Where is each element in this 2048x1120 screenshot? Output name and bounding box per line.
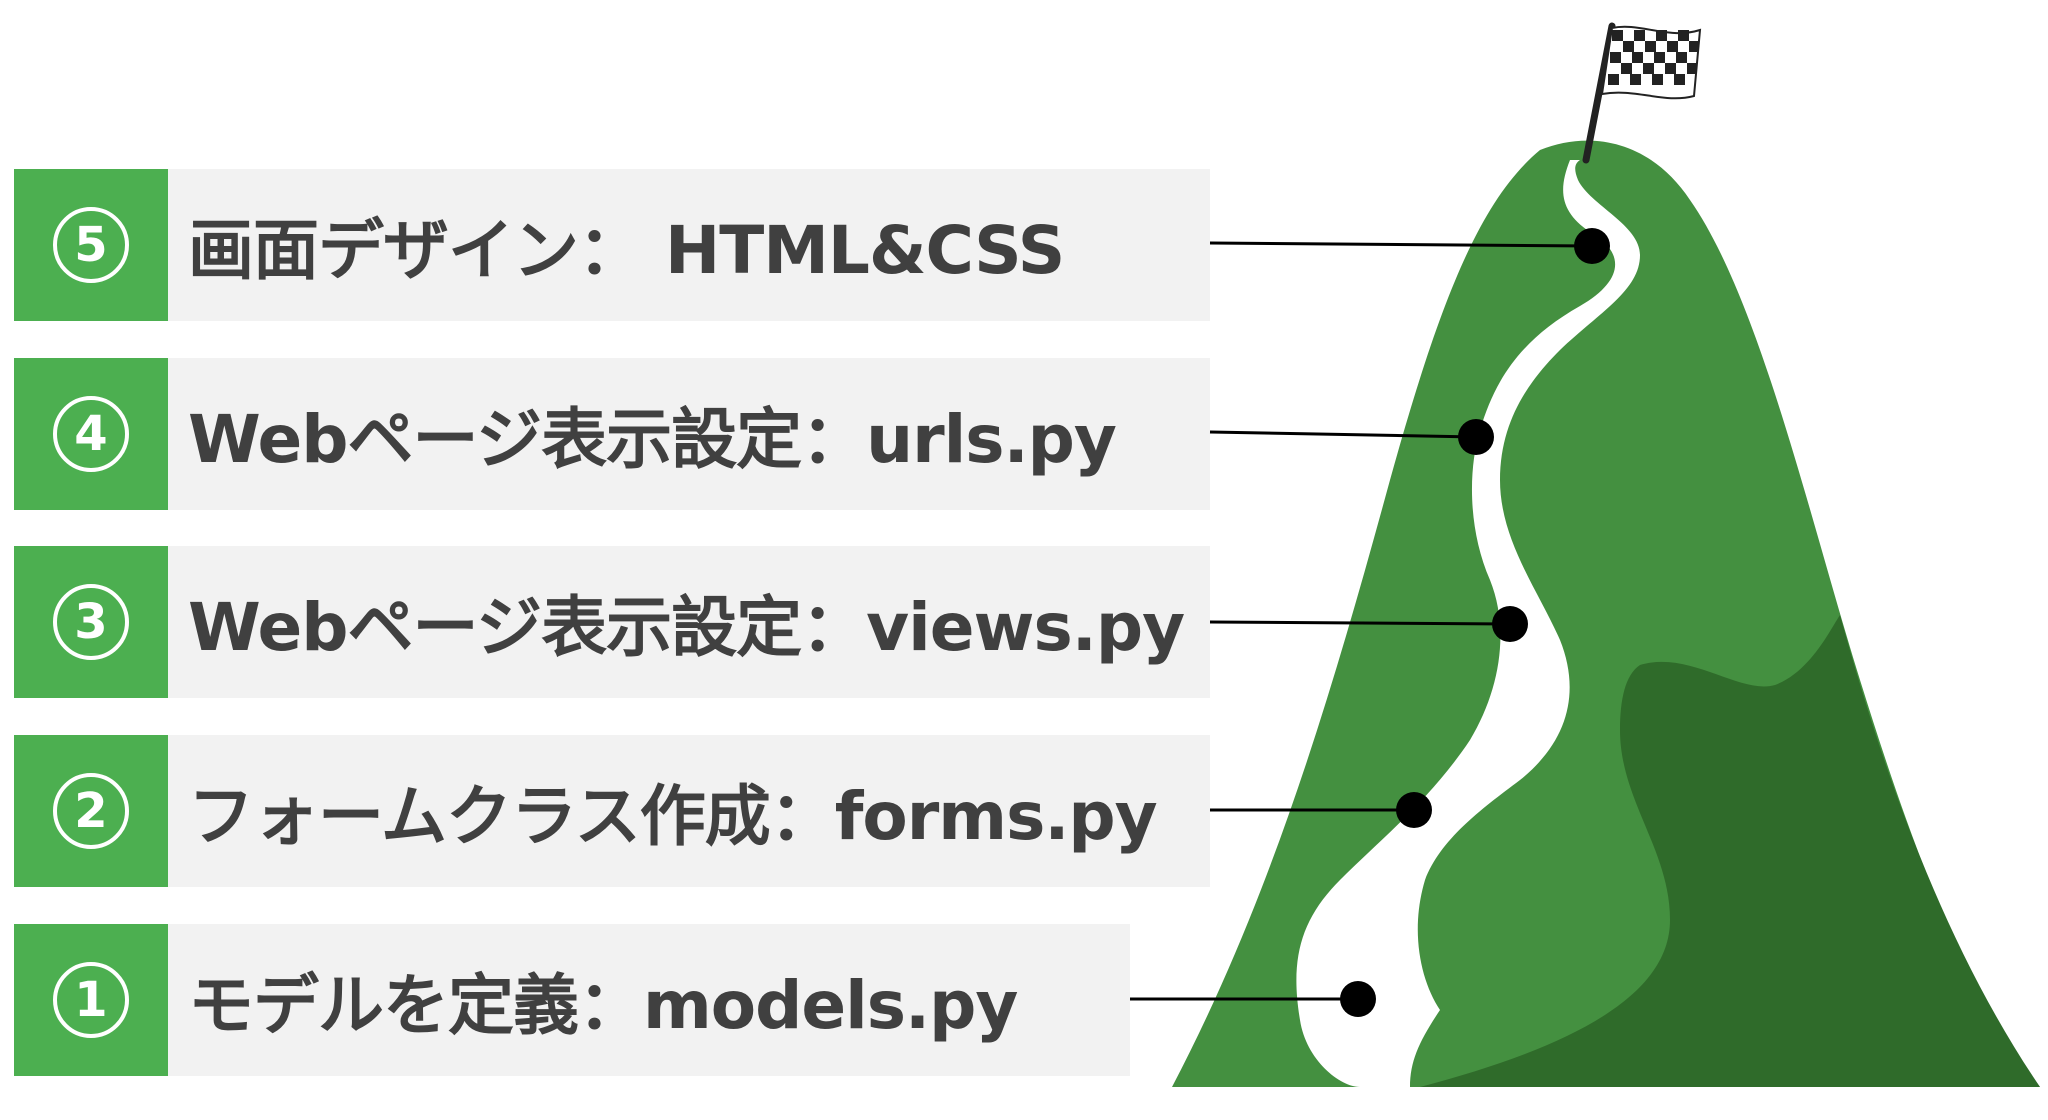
connector-1: [1130, 981, 1376, 1017]
mountain-shadow: [1420, 615, 2040, 1087]
step-number-badge: 2: [14, 735, 168, 887]
circled-number: 5: [53, 207, 129, 283]
circled-number: 1: [53, 962, 129, 1038]
step-number-badge: 4: [14, 358, 168, 510]
circled-number: 4: [53, 396, 129, 472]
step-number-badge: 3: [14, 546, 168, 698]
milestone-dot-icon: [1396, 792, 1432, 828]
connector-4: [1209, 419, 1494, 455]
circled-number: 2: [53, 773, 129, 849]
connector-5: [1209, 228, 1610, 264]
step-label: Webページ表示設定：views.py: [188, 589, 1185, 666]
connector-2: [1210, 792, 1432, 828]
circled-number: 3: [53, 584, 129, 660]
step-label: Webページ表示設定：urls.py: [188, 401, 1117, 478]
step-4: 4 Webページ表示設定：urls.py: [14, 358, 1210, 510]
step-number-badge: 1: [14, 924, 168, 1076]
step-label: 画面デザイン： HTML&CSS: [188, 212, 1065, 289]
winding-path: [1296, 160, 1640, 1087]
milestone-dot-icon: [1492, 606, 1528, 642]
connector-3: [1209, 606, 1528, 642]
step-2: 2 フォームクラス作成：forms.py: [14, 735, 1210, 887]
milestone-dot-icon: [1340, 981, 1376, 1017]
step-label: モデルを定義：models.py: [188, 967, 1018, 1044]
step-number-badge: 5: [14, 169, 168, 321]
checkered-flag-icon: [1582, 22, 1702, 164]
step-1: 1 モデルを定義：models.py: [14, 924, 1130, 1076]
milestone-dot-icon: [1458, 419, 1494, 455]
milestone-dot-icon: [1574, 228, 1610, 264]
step-3: 3 Webページ表示設定：views.py: [14, 546, 1210, 698]
step-5: 5 画面デザイン： HTML&CSS: [14, 169, 1210, 321]
step-label: フォームクラス作成：forms.py: [188, 778, 1158, 855]
